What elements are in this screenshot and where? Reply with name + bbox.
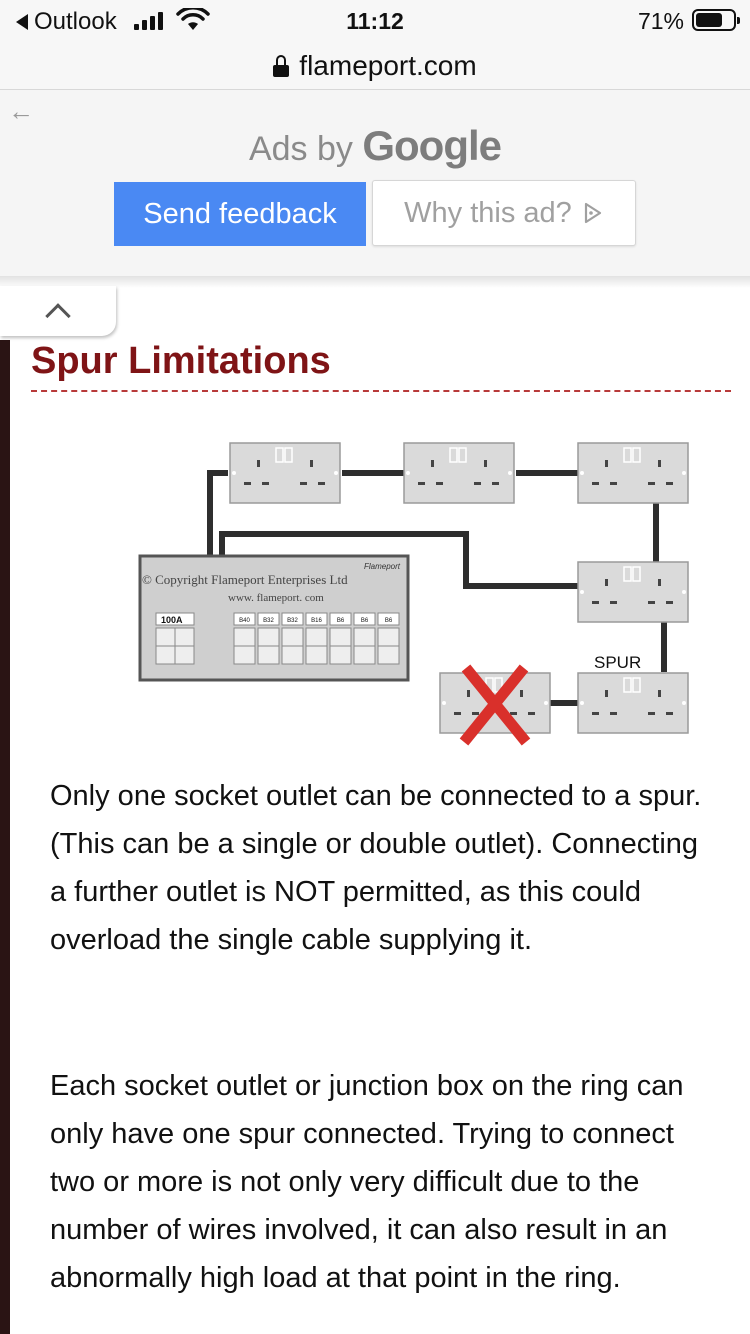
- section-title: Spur Limitations: [31, 340, 331, 382]
- paragraph: Only one socket outlet can be connected …: [50, 780, 702, 956]
- breaker-tag: [377, 612, 400, 626]
- breaker-label: B32: [263, 618, 274, 624]
- chevron-up-icon: [45, 303, 71, 329]
- cellular-signal-icon: [134, 10, 163, 30]
- wifi-icon: [176, 8, 210, 30]
- clock: 11:12: [346, 8, 404, 34]
- lock-icon: [273, 54, 290, 77]
- spur-socket-outlet: [577, 672, 689, 734]
- ad-panel: ← Ads by Google Send feedback Why this a…: [0, 90, 750, 276]
- back-triangle-icon: [16, 14, 28, 30]
- battery-fill: [696, 13, 722, 27]
- address-bar[interactable]: flameport.com: [0, 42, 750, 90]
- breaker-label: B16: [311, 618, 322, 624]
- copyright-text: © Copyright Flameport Enterprises Ltd: [142, 572, 348, 587]
- breaker-tag: [353, 612, 376, 626]
- consumer-unit: Flameport © Copyright Flameport Enterpri…: [138, 554, 410, 682]
- back-to-app-button[interactable]: Outlook: [16, 8, 117, 36]
- spur-label: SPUR: [594, 653, 641, 672]
- socket-outlet: [577, 561, 689, 623]
- socket-outlet: [577, 442, 689, 504]
- breaker-tag: [329, 612, 352, 626]
- adchoices-icon: [584, 202, 601, 224]
- ads-by-label: Ads by: [248, 130, 363, 168]
- back-app-label: Outlook: [34, 8, 117, 35]
- collapse-ad-button[interactable]: [0, 286, 116, 336]
- page-left-border: [0, 340, 10, 1334]
- status-bar: Outlook 11:12 71%: [0, 0, 750, 42]
- breaker-label: B6: [385, 618, 393, 624]
- why-this-ad-label: Why this ad?: [404, 196, 572, 229]
- title-underline: [31, 390, 731, 392]
- socket-outlet: [229, 442, 341, 504]
- breaker-label: B32: [287, 618, 298, 624]
- ring-cable: [207, 470, 667, 706]
- main-breaker-label: 100A: [161, 615, 183, 625]
- ad-back-arrow-icon[interactable]: ←: [8, 96, 34, 126]
- paragraph: Each socket outlet or junction box on th…: [50, 1070, 684, 1294]
- battery-percent: 71%: [637, 8, 684, 34]
- send-feedback-button[interactable]: Send feedback: [114, 182, 366, 246]
- ad-divider-shadow: [0, 276, 750, 288]
- breaker-tag: [281, 612, 304, 626]
- url-domain: flameport.com: [299, 49, 477, 81]
- breaker-label: B6: [361, 618, 369, 624]
- battery-icon: [692, 9, 740, 31]
- breaker-tag: [233, 612, 256, 626]
- spur-diagram: Flameport © Copyright Flameport Enterpri…: [138, 442, 689, 746]
- website-text: www. flameport. com: [228, 592, 324, 604]
- google-logo: Google: [362, 122, 502, 169]
- breaker-tag: [257, 612, 280, 626]
- breaker-tag: [305, 612, 328, 626]
- socket-outlet: [403, 442, 515, 504]
- not-permitted-cross-icon: [459, 664, 531, 746]
- breaker-label: B40: [239, 618, 250, 624]
- ads-by-google: Ads by Google: [0, 122, 750, 170]
- maker-label: Flameport: [364, 562, 401, 571]
- breaker-label: B6: [337, 618, 345, 624]
- why-this-ad-button[interactable]: Why this ad?: [372, 180, 636, 246]
